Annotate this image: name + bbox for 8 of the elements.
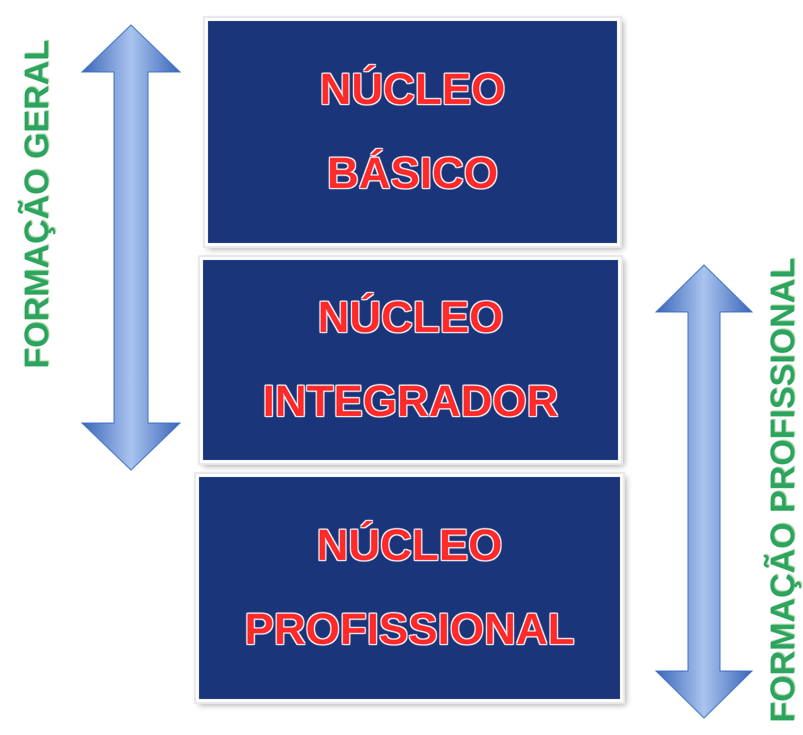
block-title: NÚCLEO INTEGRADOR: [262, 292, 558, 428]
block-box: [200, 257, 621, 463]
block-box: [196, 474, 623, 702]
block-title: NÚCLEO PROFISSIONAL: [244, 520, 575, 656]
vertical-label: FORMAÇÃO PROFISSIONAL: [764, 258, 803, 723]
block-box: [205, 18, 620, 246]
block-title: NÚCLEO BÁSICO: [320, 64, 506, 200]
vertical-label: FORMAÇÃO GERAL: [18, 40, 57, 369]
